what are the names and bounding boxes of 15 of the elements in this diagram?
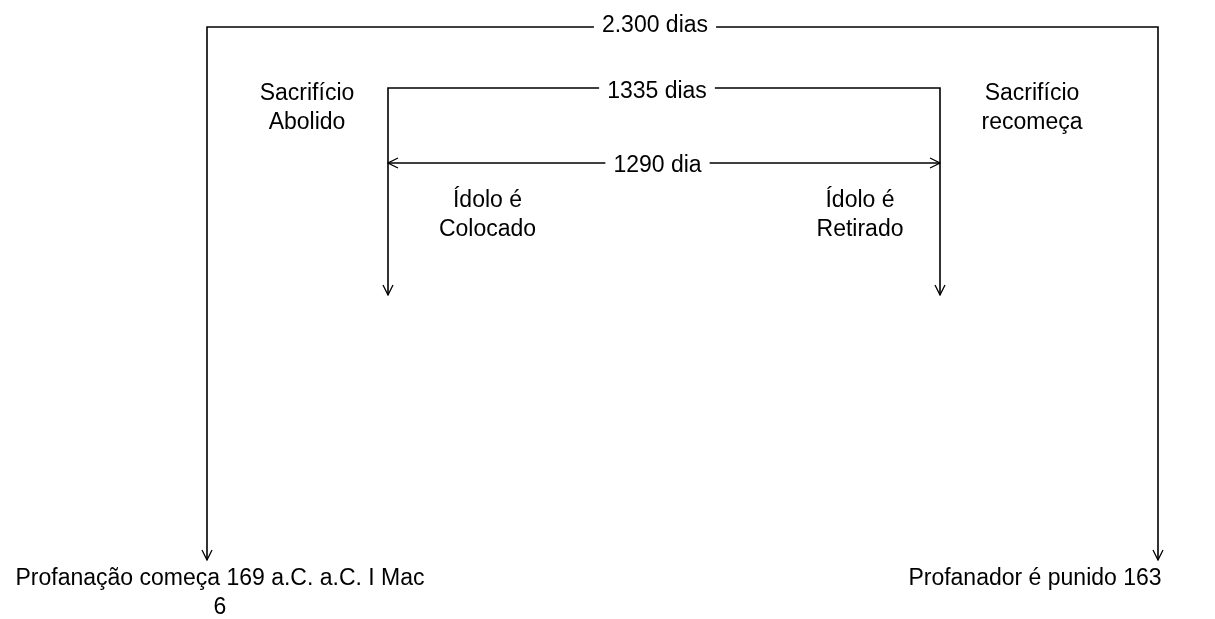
duration-label: 1290 dia [595, 150, 720, 179]
event-text: Profanador é punido 163 [860, 563, 1210, 592]
event-label: Ídolo é Retirado [815, 185, 905, 243]
event-label: Sacrifício recomeça [980, 78, 1084, 136]
arrow [708, 157, 941, 169]
event-text: Profanação começa 169 a.C. a.C. I Mac 6 [10, 563, 430, 619]
arrow [714, 87, 946, 296]
event-label: Ídolo é Colocado [437, 185, 538, 243]
duration-label: 1335 dias [592, 76, 722, 105]
event-label: Sacrifício Abolido [258, 78, 356, 136]
arrow [715, 26, 1164, 561]
arrow [382, 87, 600, 296]
arrow [201, 26, 595, 561]
duration-label: 2.300 dias [595, 10, 715, 39]
arrow [387, 157, 607, 169]
